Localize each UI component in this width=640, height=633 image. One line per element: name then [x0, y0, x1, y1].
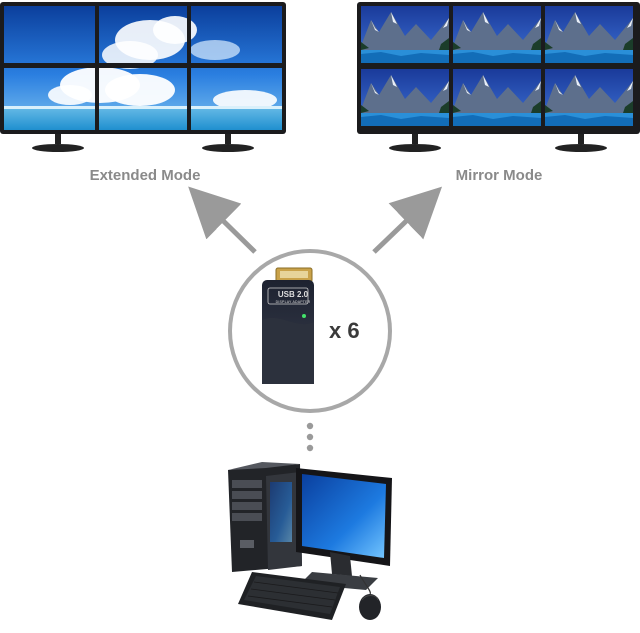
adapter-label-line1: USB 2.0: [277, 290, 309, 299]
extended-monitor-wall: [0, 2, 286, 152]
mirror-mode-label: Mirror Mode: [455, 167, 543, 184]
adapter-circle: [228, 249, 392, 413]
extended-mode-label: Extended Mode: [89, 167, 201, 184]
mirror-monitor-wall: [357, 2, 640, 152]
desktop-computer-icon: [228, 462, 392, 620]
usb-display-adapter-icon: [262, 267, 314, 384]
multiplier-label: x 6: [329, 318, 360, 343]
arrow-to-mirror: [372, 186, 443, 254]
connection-dots: [306, 422, 314, 452]
arrow-to-extended: [188, 186, 257, 254]
adapter-label-line2: DISPLAY ADAPTER: [275, 300, 311, 304]
